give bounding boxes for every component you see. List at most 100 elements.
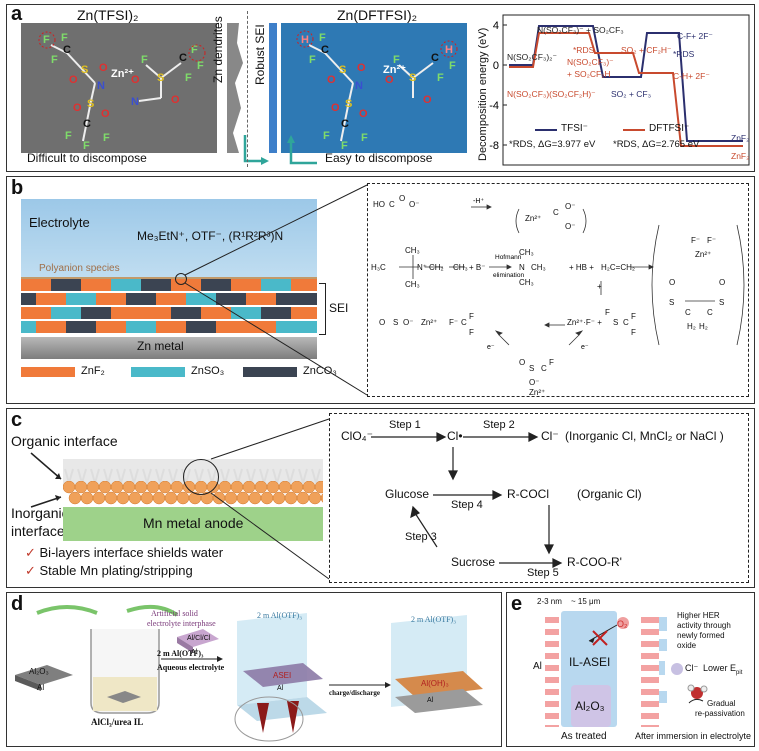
svg-text:F: F	[449, 60, 456, 72]
legend-tfsi-rds: *RDS, ΔG=3.977 eV	[509, 139, 596, 150]
decomposition-chart: 40-4-8	[489, 14, 750, 166]
inorganic-sphere	[104, 491, 118, 505]
step2-label: Step 2	[483, 419, 515, 431]
panel-b: b Electrolyte Me₃EtN⁺, OTF⁻, (R¹R²R³)N P…	[6, 176, 755, 404]
chart-label-ch-2f: C-H+ 2F⁻	[673, 71, 710, 81]
e-o2-arrow	[588, 617, 629, 646]
organic-molecule	[77, 468, 87, 484]
mn-anode-label: Mn metal anode	[143, 515, 244, 531]
svg-text:Zn²⁺: Zn²⁺	[529, 388, 545, 395]
sei-label: SEI	[329, 301, 349, 315]
organic-molecule	[129, 468, 139, 484]
organic-molecule	[272, 468, 282, 484]
inorganic-sphere	[314, 481, 323, 494]
svg-text:O: O	[357, 62, 366, 74]
difficult-label: Difficult to discompose	[27, 151, 147, 165]
panel-c-label: c	[11, 409, 23, 431]
clo4-label: ClO₄⁻	[341, 429, 373, 443]
svg-text:CH₃: CH₃	[405, 280, 420, 289]
e-after-label: After immersion in electrolyte	[635, 731, 752, 741]
svg-text:F: F	[631, 328, 636, 337]
organic-molecule	[311, 468, 321, 484]
chart-ytick: -4	[489, 100, 499, 112]
svg-text:H₃C: H₃C	[371, 263, 386, 272]
e-nm-label: 2-3 nm	[537, 597, 562, 606]
panel-a-label: a	[11, 3, 23, 25]
legend-dftfsi-line	[623, 129, 645, 131]
d-al2o3-label: Al₂O₃	[29, 667, 49, 676]
e-grad1: Gradual	[707, 699, 736, 708]
d-conc2-label: 2 m Al(OTF)₃	[257, 611, 303, 620]
svg-text:CH₂: CH₂	[429, 263, 444, 272]
legend-tfsi-line	[535, 129, 557, 131]
step1-label: Step 1	[389, 419, 421, 431]
d-artificial2-label: electrolyte interphase	[147, 619, 216, 628]
svg-text:F⁻: F⁻	[691, 236, 700, 245]
zoom-circle	[175, 273, 187, 285]
svg-text:C: C	[553, 208, 559, 217]
svg-text:+ HB +: + HB +	[569, 263, 594, 272]
svg-text:H: H	[301, 34, 309, 46]
dendrite-strip	[227, 23, 269, 165]
robust-sei-bar	[269, 23, 277, 153]
svg-text:F: F	[61, 32, 68, 44]
e-grad2: re-passivation	[695, 709, 745, 718]
organic-molecule	[142, 468, 152, 484]
inorganic-sphere	[122, 481, 136, 494]
bullet1: ✓ Bi-layers interface shields water	[25, 545, 224, 560]
panel-b-label: b	[11, 177, 24, 199]
chart-label-nso2cf3-so2cf3: N(SO₂CF₃)⁻ + SO₂CF₃	[537, 25, 624, 35]
organic-molecule	[103, 468, 113, 484]
dftfsi-series-line	[509, 32, 743, 147]
svg-text:C: C	[83, 118, 91, 130]
inorganic-sphere	[80, 491, 94, 505]
svg-text:N: N	[97, 80, 105, 92]
dftfsi-zn-ion: Zn²⁺	[383, 64, 406, 76]
svg-text:C: C	[389, 200, 395, 209]
zn-metal-region	[21, 337, 317, 359]
organic-molecule	[298, 468, 308, 484]
d-al-label: Al	[37, 683, 45, 692]
svg-text:O⁻: O⁻	[565, 202, 575, 211]
e-cl-label: Cl⁻	[685, 663, 699, 673]
inorganic-sphere	[134, 481, 148, 494]
inorganic-sphere	[320, 493, 323, 503]
panel-c-arrows	[371, 432, 563, 568]
svg-text:N⁺: N⁺	[417, 263, 427, 272]
chart-label-rds2: *RDS	[673, 49, 695, 59]
tfsi-title: Zn(TFSI)₂	[77, 7, 139, 23]
svg-text:F: F	[185, 72, 192, 84]
step4-label: Step 4	[451, 499, 483, 511]
svg-text:F: F	[51, 54, 58, 66]
svg-text:e⁻: e⁻	[487, 344, 495, 351]
sei-layers	[21, 277, 317, 333]
rcocl-label: R-COCl	[507, 487, 549, 501]
svg-text:N: N	[519, 263, 525, 272]
svg-text:F: F	[103, 132, 110, 144]
zoom-lines-c	[210, 418, 330, 580]
d-al4-label: Al	[427, 697, 434, 704]
e-her2: activity through	[677, 621, 731, 630]
inorganic-cl-label: (Inorganic Cl, MnCl₂ or NaCl )	[565, 429, 724, 443]
svg-text:F: F	[197, 60, 204, 72]
e-al2o3-block	[571, 685, 611, 727]
e-um-label: ~ 15 μm	[571, 597, 601, 606]
svg-text:Zn²⁺: Zn²⁺	[695, 250, 711, 259]
svg-text:O: O	[69, 74, 78, 86]
glucose-label: Glucose	[385, 487, 430, 501]
organic-molecule	[116, 468, 126, 484]
sei-brick	[276, 293, 317, 305]
svg-text:F: F	[469, 312, 474, 321]
organic-interface-label: Organic interface	[11, 433, 118, 449]
svg-text:O⁻: O⁻	[529, 378, 539, 387]
organic-molecule	[246, 468, 256, 484]
step3-label: Step 3	[405, 531, 437, 543]
chart-label-nso2cf3-b: N(SO₂CF₃)⁻	[567, 57, 614, 67]
svg-text:F: F	[83, 140, 90, 152]
chart-label-so2-cf2h: SO₂ + CF₂H⁻	[621, 45, 672, 55]
svg-text:F: F	[319, 32, 326, 44]
tfsi-series-line	[509, 25, 743, 142]
